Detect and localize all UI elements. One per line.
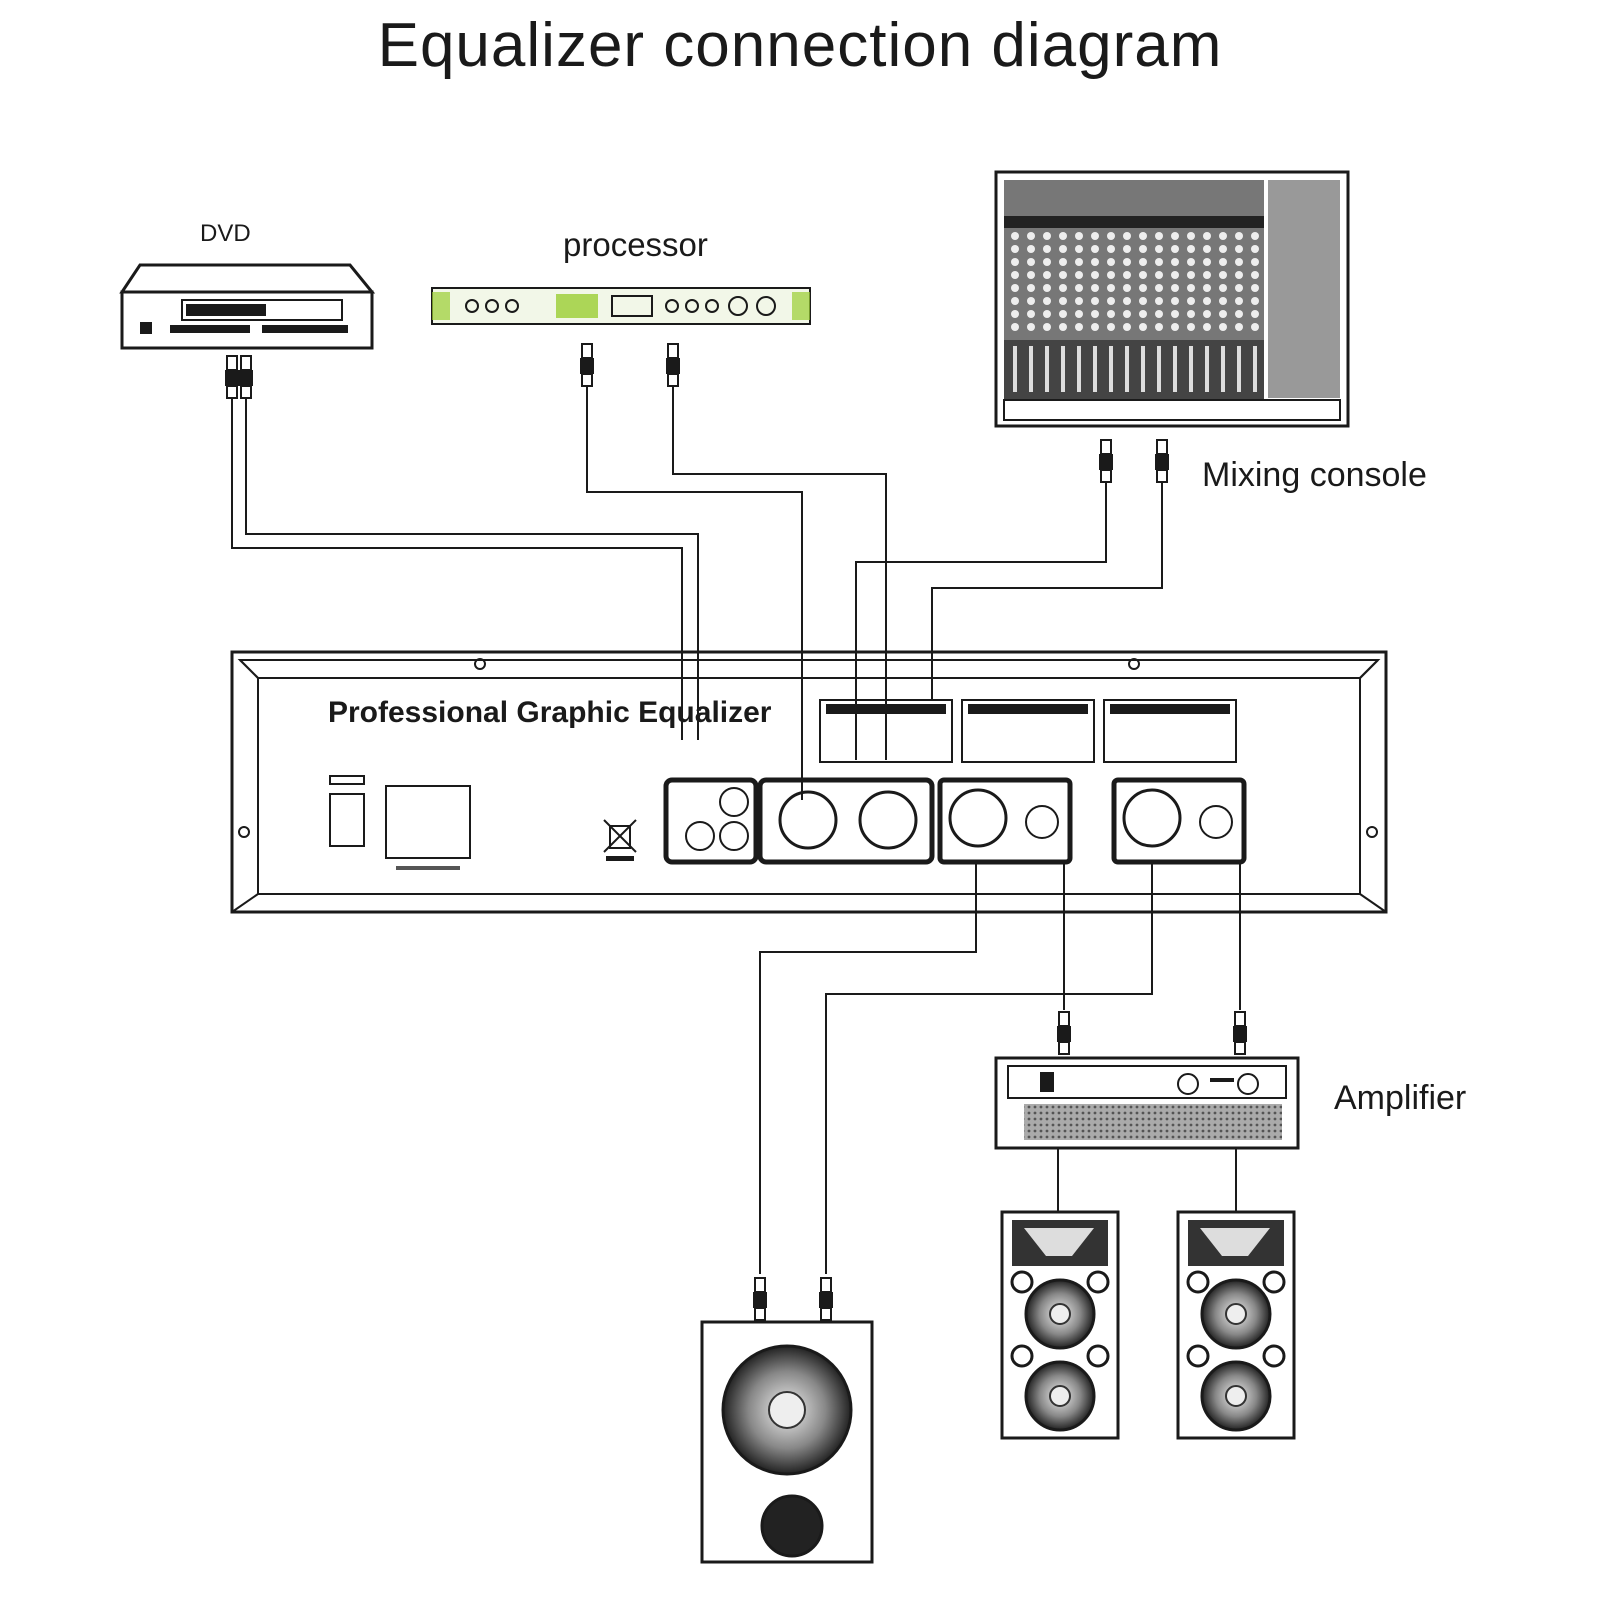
speaker-icon — [700, 1210, 1296, 1564]
amplifier-label: Amplifier — [1334, 1079, 1467, 1117]
dvd-player-icon — [119, 263, 376, 350]
equalizer-rear-panel-icon — [230, 650, 1388, 914]
signal-cables — [231, 380, 1241, 1274]
dvd-label: DVD — [200, 220, 251, 247]
mixer-channel-strips — [1011, 232, 1259, 392]
diagram-title: Equalizer connection diagram — [377, 11, 1223, 80]
processor-label: processor — [563, 226, 708, 263]
equalizer-label: Professional Graphic Equalizer — [328, 696, 772, 729]
recycle-bin-icon — [603, 819, 637, 861]
processor-rack-icon — [431, 287, 811, 325]
amplifier-icon — [994, 1056, 1300, 1150]
mixing-console-label: Mixing console — [1202, 456, 1427, 494]
